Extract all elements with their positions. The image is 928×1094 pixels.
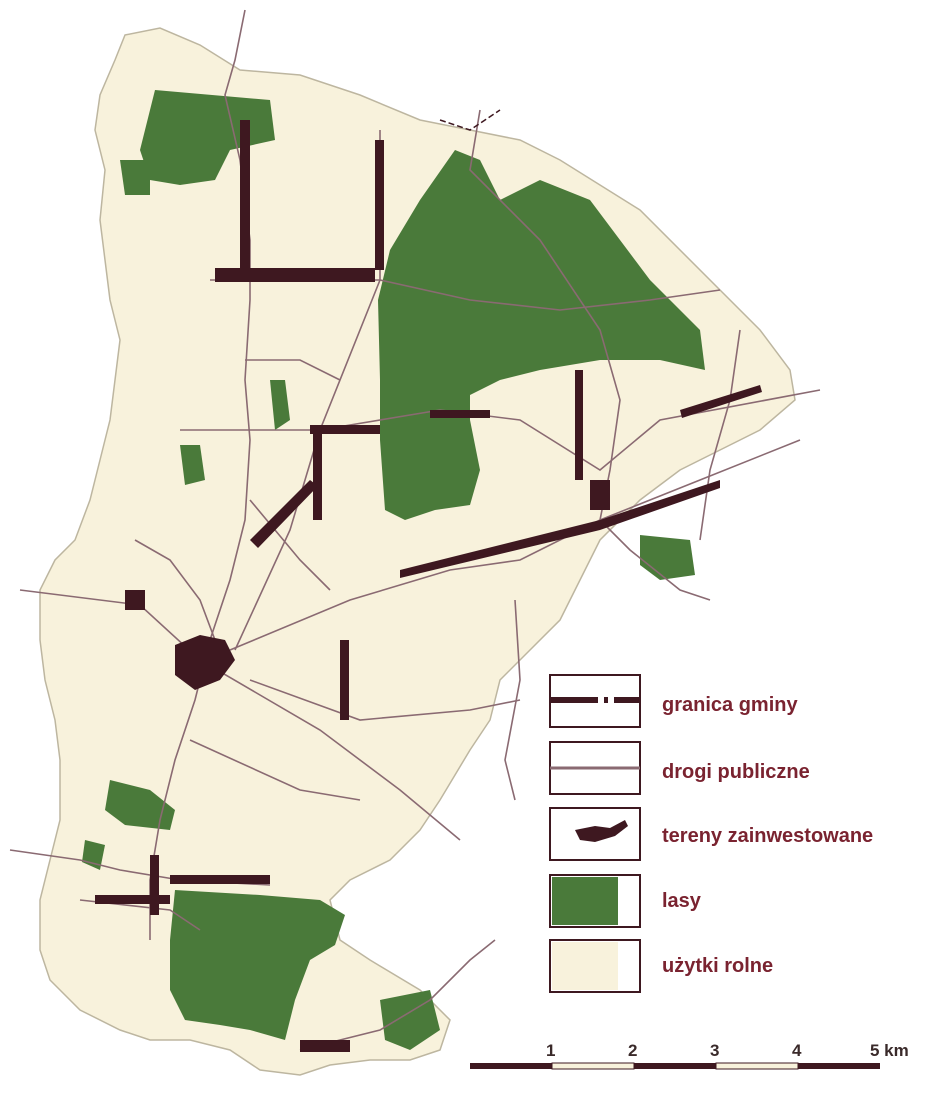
- road: [249, 679, 521, 721]
- forest-northwest-strip: [120, 160, 150, 195]
- legend-item-farmland: użytki rolne: [549, 939, 773, 993]
- settlement-main-town: [175, 635, 235, 690]
- scale-tick-label: 3: [710, 1041, 719, 1060]
- settlement-strip: [170, 875, 270, 884]
- forest-west-patch: [180, 445, 205, 485]
- legend-item-forest: lasy: [549, 874, 702, 928]
- legend-settlement-symbol: [575, 820, 628, 842]
- settlement-strip: [310, 425, 380, 434]
- road: [134, 539, 216, 641]
- settlement-strip: [680, 385, 762, 418]
- road: [699, 329, 741, 541]
- settlement-strip: [313, 430, 322, 520]
- road: [229, 439, 801, 651]
- legend-item-roads: drogi publiczne: [549, 741, 810, 795]
- legend-label: użytki rolne: [662, 955, 773, 977]
- settlement-strip: [95, 895, 170, 904]
- settlement-strip: [125, 590, 145, 610]
- forest-center-strip: [270, 380, 290, 430]
- forest-southwest: [105, 780, 175, 830]
- legend-label: tereny zainwestowane: [662, 825, 873, 847]
- scale-segment: [470, 1063, 552, 1069]
- scale-bar: 1 2 3 4 5 km: [470, 1041, 909, 1070]
- road: [299, 939, 496, 1051]
- settlement-areas: [95, 120, 762, 1052]
- forest-large-east: [378, 150, 705, 520]
- legend-label: granica gminy: [662, 694, 798, 716]
- scale-tick-label: 2: [628, 1041, 637, 1060]
- road: [189, 739, 361, 801]
- legend-item-border: granica gminy: [549, 674, 798, 728]
- forest-northwest: [140, 90, 275, 185]
- road: [504, 599, 521, 801]
- forest-southeast: [380, 990, 440, 1050]
- scale-segment: [715, 1062, 799, 1070]
- settlement-strip: [590, 480, 610, 510]
- forest-areas: [82, 90, 705, 1050]
- settlement-strip: [340, 640, 349, 720]
- settlement-strip: [215, 268, 375, 282]
- legend-label: drogi publiczne: [662, 761, 810, 783]
- legend: granica gminy drogi publiczne tereny zai…: [549, 674, 873, 993]
- settlement-strip: [150, 855, 159, 915]
- forest-east-patch: [640, 535, 695, 580]
- scale-segment: [798, 1063, 880, 1069]
- settlement-strip: [250, 480, 318, 548]
- settlement-strip: [575, 370, 583, 480]
- border-line: [439, 109, 501, 131]
- settlement-strip: [375, 140, 384, 270]
- settlement-strip: [240, 120, 250, 270]
- legend-item-settlement: tereny zainwestowane: [549, 807, 873, 861]
- legend-forest-fill: [552, 877, 618, 925]
- municipality-border: [439, 109, 501, 131]
- public-roads: [9, 9, 821, 1051]
- scale-segment: [634, 1063, 716, 1069]
- legend-farmland-fill: [552, 942, 618, 990]
- road: [249, 499, 331, 591]
- settlement-strip: [300, 1040, 350, 1052]
- settlement-strip: [430, 410, 490, 418]
- scale-segment: [551, 1062, 635, 1070]
- settlement-strip: [400, 480, 720, 578]
- road: [19, 589, 461, 841]
- scale-tick-label: 5 km: [870, 1041, 909, 1060]
- legend-label: lasy: [662, 890, 702, 912]
- scale-tick-label: 4: [792, 1041, 802, 1060]
- forest-south: [170, 890, 345, 1040]
- road: [469, 109, 711, 601]
- road: [149, 9, 251, 940]
- road: [245, 359, 341, 381]
- scale-tick-label: 1: [546, 1041, 555, 1060]
